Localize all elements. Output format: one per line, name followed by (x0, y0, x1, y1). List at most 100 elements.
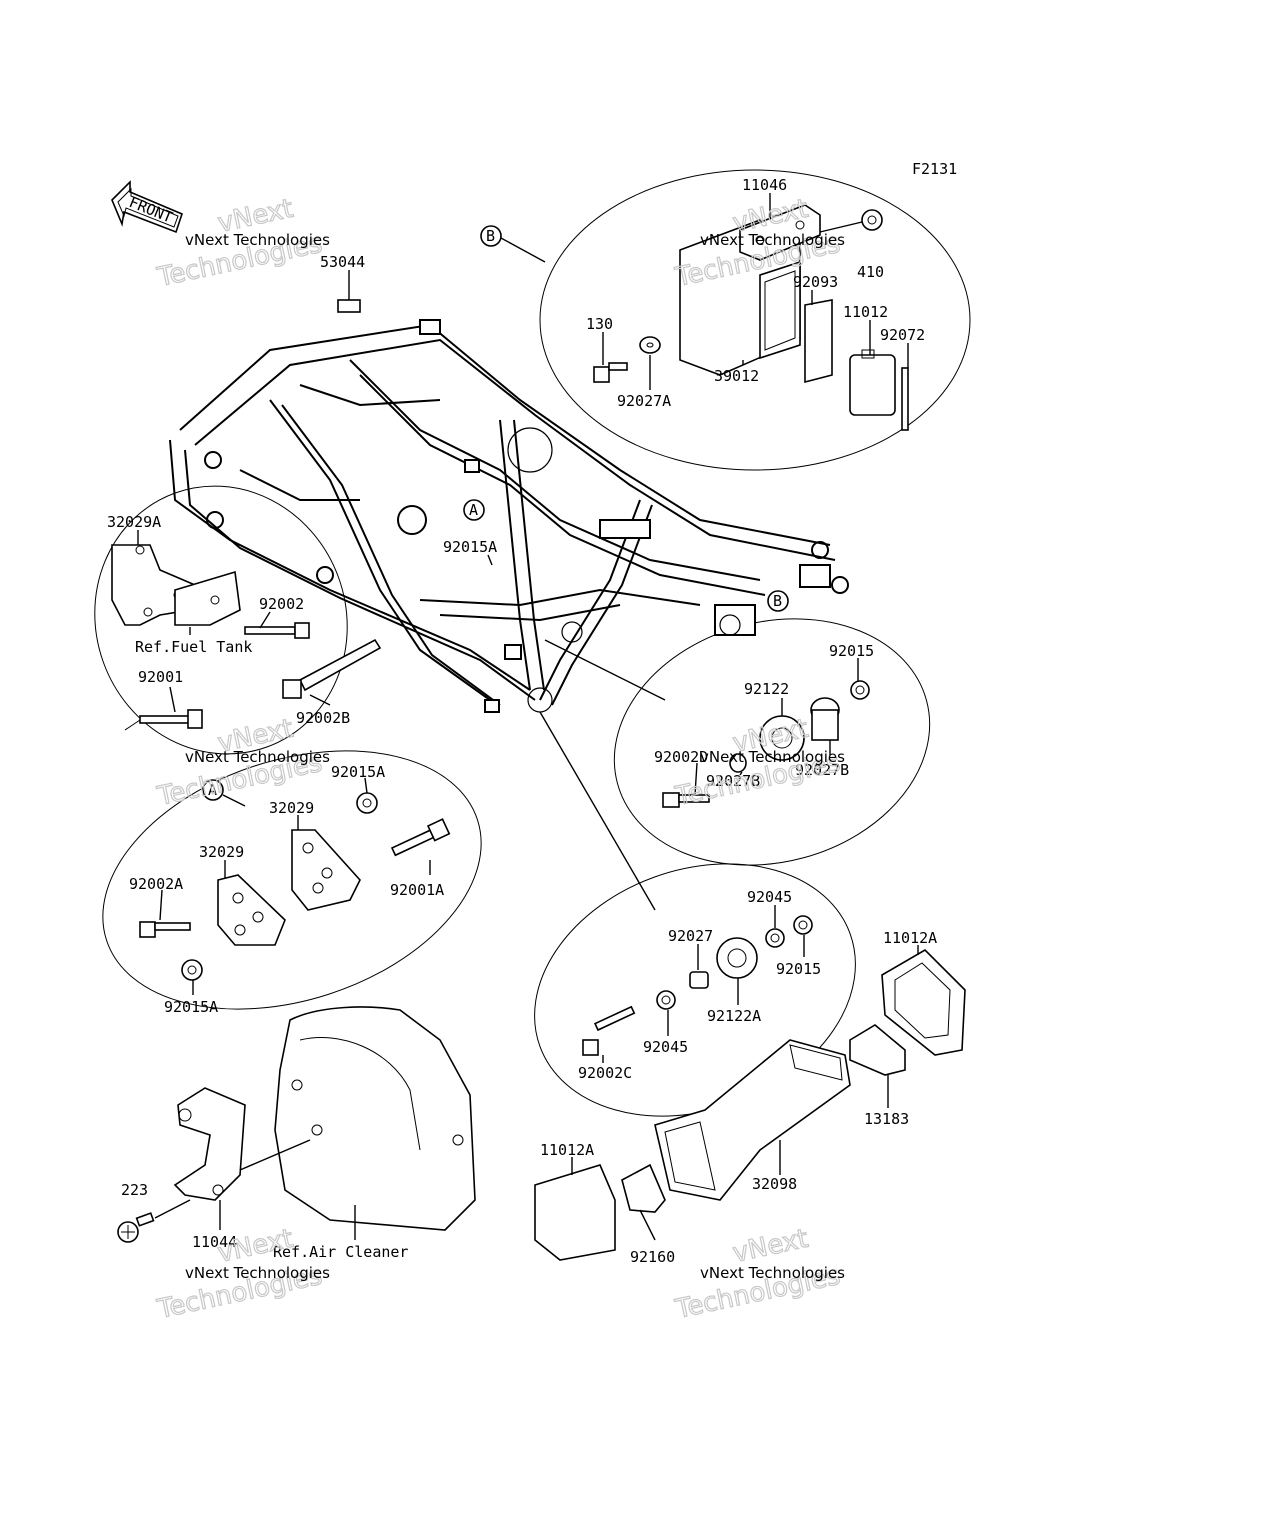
label-92160: 92160 (630, 1248, 675, 1266)
label-13183: 13183 (864, 1110, 909, 1128)
label-32098: 32098 (752, 1175, 797, 1193)
label-92027a: 92027A (617, 392, 671, 410)
label-92002b: 92002B (296, 709, 350, 727)
part-labels: 11046 410 92093 11012 92072 130 39012 92… (107, 176, 937, 1266)
label-32029-a: 32029 (269, 799, 314, 817)
plate-32029-right (291, 829, 361, 911)
label-92072: 92072 (880, 326, 925, 344)
detail-a-balloon (102, 750, 482, 1010)
label-11044: 11044 (192, 1233, 237, 1251)
label-92002d: 92002D (654, 748, 708, 766)
air-cleaner-housing (274, 1006, 476, 1231)
screw-223 (117, 1212, 155, 1243)
bushing-92122a (716, 937, 758, 979)
marker-a-frame: A (463, 499, 485, 521)
label-32029a: 32029A (107, 513, 161, 531)
label-53044: 53044 (320, 253, 365, 271)
label-92122: 92122 (744, 680, 789, 698)
cap-53044 (337, 299, 361, 313)
bracket-11046 (739, 204, 821, 261)
watermark-top-left: vNext Technologies vNext Technologies (154, 193, 330, 294)
battery-case-39012 (679, 219, 801, 376)
label-92002: 92002 (259, 595, 304, 613)
label-92001: 92001 (138, 668, 183, 686)
nut-92015-b (793, 915, 813, 935)
label-92002a: 92002A (129, 875, 183, 893)
label-92045-b: 92045 (643, 1038, 688, 1056)
front-mount-balloon (534, 863, 856, 1117)
seal-13183 (849, 1024, 906, 1076)
svg-text:vNext Technologies: vNext Technologies (185, 1264, 330, 1282)
label-92027b-b: 92027B (706, 772, 760, 790)
marker-a-detail: A (202, 779, 224, 801)
watermark-bottom-left: vNext Technologies vNext Technologies (154, 1223, 330, 1326)
washer-92045-top (765, 928, 785, 948)
figure-code: F2131 (912, 160, 957, 178)
washer-410 (861, 209, 883, 231)
band-92072 (901, 367, 909, 431)
svg-text:vNext Technologies: vNext Technologies (185, 748, 330, 766)
label-92027b-a: 92027B (795, 761, 849, 779)
collar-92027 (689, 971, 709, 989)
label-92093: 92093 (793, 273, 838, 291)
label-92015a-mid: 92015A (331, 763, 385, 781)
label-92015a-bottom: 92015A (164, 998, 218, 1016)
cover-11012 (849, 349, 896, 416)
duct-32098 (654, 1039, 851, 1201)
svg-text:vNext: vNext (730, 1224, 811, 1269)
svg-text:vNext Technologies: vNext Technologies (700, 231, 845, 249)
label-410: 410 (857, 263, 884, 281)
washer-92027b (729, 753, 747, 773)
bracket-fuel-tank (174, 570, 241, 626)
marker-b-top: B (480, 225, 502, 247)
label-11012: 11012 (843, 303, 888, 321)
label-92045-a: 92045 (747, 888, 792, 906)
nut-92015a-bottom (181, 959, 203, 981)
label-92015-b: 92015 (776, 960, 821, 978)
label-92015: 92015 (829, 642, 874, 660)
collar-92027b (810, 697, 840, 741)
label-92015a-top: 92015A (443, 538, 497, 556)
plate-32029-left (217, 874, 286, 946)
label-92122a: 92122A (707, 1007, 761, 1025)
watermark-mid-left: vNext Technologies vNext Technologies (154, 713, 330, 813)
washer-92045-bottom (656, 990, 676, 1010)
washer-92027a (639, 336, 661, 354)
bolt-92002b (282, 638, 382, 699)
leader-lines (137, 193, 919, 1241)
label-11046: 11046 (742, 176, 787, 194)
label-92001a: 92001A (390, 881, 444, 899)
svg-text:B: B (486, 227, 495, 245)
bolt-92002a (139, 921, 191, 938)
nut-92015a-top (356, 792, 378, 814)
bolt-92002d (662, 792, 710, 808)
label-32029-b: 32029 (199, 843, 244, 861)
bolt-130 (593, 362, 628, 383)
svg-text:A: A (469, 501, 478, 519)
main-frame (169, 319, 849, 713)
label-92002c: 92002C (578, 1064, 632, 1082)
marker-b-frame: B (767, 590, 789, 612)
svg-text:vNext Technologies: vNext Technologies (700, 1264, 845, 1282)
bushing-92122 (759, 715, 805, 761)
label-ref-air-cleaner: Ref.Air Cleaner (273, 1243, 408, 1261)
label-92027: 92027 (668, 927, 713, 945)
watermark-mid-right: vNext Technologies vNext Technologies (672, 713, 845, 813)
svg-text:vNext Technologies: vNext Technologies (700, 748, 845, 766)
nut-92015 (850, 680, 870, 700)
bracket-11044 (173, 1087, 246, 1201)
pad-92093 (804, 299, 833, 384)
bolt-92002c (582, 1005, 636, 1056)
svg-text:B: B (773, 592, 782, 610)
label-223: 223 (121, 1181, 148, 1199)
label-ref-fuel-tank: Ref.Fuel Tank (135, 638, 252, 656)
element-11012a-top (881, 948, 966, 1056)
label-11012a-b: 11012A (540, 1141, 594, 1159)
svg-text:vNext: vNext (215, 1224, 296, 1269)
label-11012a-a: 11012A (883, 929, 937, 947)
watermark-bottom-right: vNext Technologies vNext Technologies (672, 1223, 845, 1326)
label-39012: 39012 (714, 367, 759, 385)
bolt-92001 (124, 709, 203, 731)
